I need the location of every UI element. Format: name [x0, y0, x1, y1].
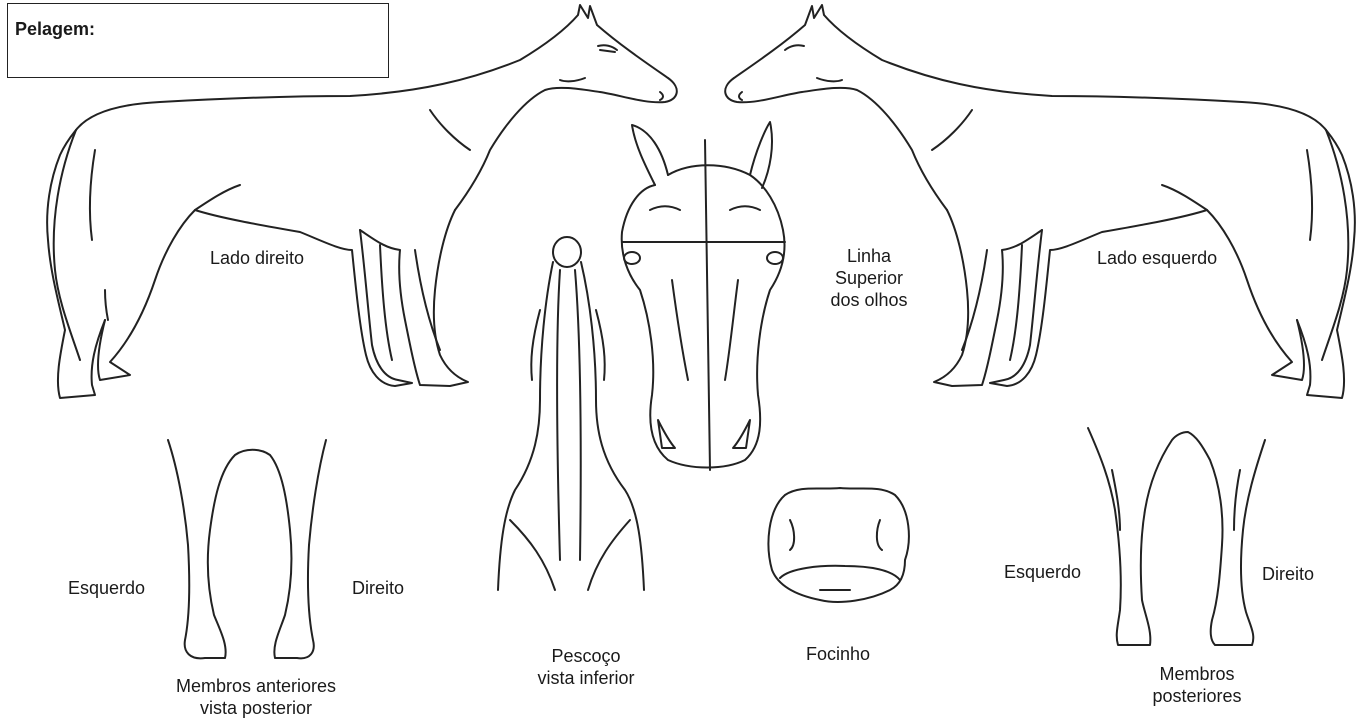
label-right-side: Lado direito — [210, 247, 304, 269]
hind-legs-rear-view-drawing — [1088, 428, 1265, 645]
coat-label: Pelagem: — [15, 19, 95, 40]
label-hind-left: Esquerdo — [1004, 561, 1081, 583]
label-hind-right: Direito — [1262, 563, 1314, 585]
horse-left-side-drawing — [725, 5, 1355, 398]
label-neck-1: Pescoço — [526, 645, 646, 667]
label-neck: Pescoço vista inferior — [526, 645, 646, 689]
label-eye-line-3: dos olhos — [822, 289, 916, 311]
label-hind-legs: Membros posteriores — [1143, 663, 1251, 707]
label-eye-line-2: Superior — [822, 267, 916, 289]
label-eye-line: Linha Superior dos olhos — [822, 245, 916, 311]
label-neck-2: vista inferior — [526, 667, 646, 689]
label-muzzle: Focinho — [806, 643, 870, 665]
label-hind-legs-2: posteriores — [1143, 685, 1251, 707]
muzzle-drawing — [768, 488, 908, 602]
front-legs-rear-view-drawing — [168, 440, 326, 658]
neck-inferior-view-drawing — [498, 237, 644, 590]
coat-input-box[interactable]: Pelagem: — [7, 3, 389, 78]
label-front-legs-2: vista posterior — [158, 697, 354, 719]
label-hind-legs-1: Membros — [1143, 663, 1251, 685]
label-front-legs: Membros anteriores vista posterior — [158, 675, 354, 719]
label-eye-line-1: Linha — [822, 245, 916, 267]
head-front-view-drawing — [622, 122, 785, 470]
label-left-side: Lado esquerdo — [1097, 247, 1217, 269]
label-front-left: Esquerdo — [68, 577, 145, 599]
label-front-legs-1: Membros anteriores — [158, 675, 354, 697]
label-front-right: Direito — [352, 577, 404, 599]
